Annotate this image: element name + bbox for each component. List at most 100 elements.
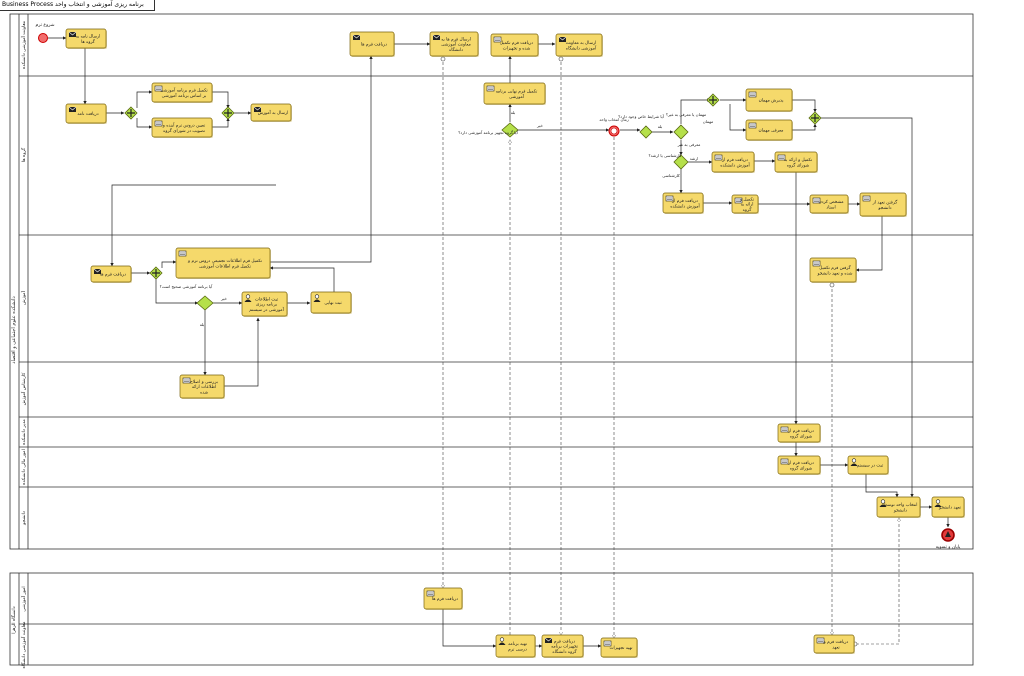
script-icon <box>780 426 789 433</box>
lane-label-vice-faculty: معاونت آموزشی دانشکده <box>21 20 27 69</box>
lane-label-education: آموزش <box>21 290 27 304</box>
sequence-flows <box>48 36 950 648</box>
task-label: پذیرش مهمان <box>759 99 785 104</box>
timer-event[interactable] <box>608 125 620 137</box>
user-icon <box>498 637 506 645</box>
label-correct: آیا برنامه آموزشی صحیح است؟ <box>160 284 214 289</box>
parallel-gateway-join-3[interactable] <box>808 111 822 125</box>
task-t27[interactable]: ثبت در سیستم <box>847 455 889 475</box>
parallel-gateway-split-3[interactable] <box>706 93 720 107</box>
task-t11[interactable]: دریافت فرم ها <box>349 31 395 57</box>
end-event[interactable] <box>941 528 955 542</box>
task-t6[interactable]: دریافت فرم ها <box>90 265 132 283</box>
gateway-labels: آیا برنامه آموزشی صحیح است؟ خیر بله آیا … <box>160 110 714 327</box>
task-t17[interactable]: معرفی مهمان <box>745 119 793 141</box>
script-icon <box>734 197 743 204</box>
task-label: دریافت فرم ها <box>361 43 387 48</box>
exclusive-gateway-guest[interactable] <box>673 124 689 140</box>
user-icon <box>934 499 942 507</box>
task-t5[interactable]: ارسال به آموزش <box>250 103 292 122</box>
parallel-gateway-split-1[interactable] <box>124 106 138 120</box>
message-flows <box>443 57 899 645</box>
exclusive-gateway-equip[interactable] <box>501 122 519 138</box>
label-yes-2: بله <box>511 110 516 115</box>
user-icon <box>850 458 858 466</box>
script-icon <box>665 195 674 202</box>
window-title: Business Process برنامه ریزی آموزشی و ان… <box>0 0 155 11</box>
lane-label-student: دانشجو <box>22 511 27 526</box>
task-t29[interactable]: تعهد دانشجو <box>931 496 965 518</box>
label-guest-q: مهمان یا معرفی به غیر؟ <box>666 112 706 117</box>
pool-faculty-label: دانشکده علوم اجتماعی و اقتصاد <box>11 296 17 364</box>
task-label: دریافت فرم ها <box>100 273 126 278</box>
label-equip: آیا گروه تجهیز برنامه آموزشی دارد؟ <box>458 130 518 135</box>
task-t30[interactable]: دریافت فرم ها <box>423 587 463 610</box>
task-t33[interactable]: تهیه تجهیزات <box>600 637 638 658</box>
label-msc: ارشد <box>690 156 699 161</box>
script-icon <box>486 85 495 92</box>
task-label: معرفی مهمان <box>759 129 784 134</box>
label-guest: مهمان <box>703 119 713 124</box>
gateways <box>124 93 822 311</box>
script-icon <box>777 154 786 161</box>
label-degree: کارشناسی یا ارشد؟ <box>648 153 681 158</box>
task-label: ثبت نهایی <box>324 301 342 306</box>
script-icon <box>812 197 821 204</box>
task-label: ثبت در سیستم <box>857 464 884 469</box>
script-icon <box>748 122 757 129</box>
task-t2[interactable]: دریافت نامه <box>65 103 107 124</box>
task-label: تهیه تجهیزات <box>610 646 634 651</box>
exclusive-gateway-degree[interactable] <box>673 154 689 170</box>
script-icon <box>812 260 821 267</box>
exclusive-gateway-conditions[interactable] <box>639 125 653 139</box>
parallel-gateway-join-1[interactable] <box>221 106 235 120</box>
start-event[interactable] <box>38 33 48 43</box>
task-t9[interactable]: ثبت نهایی <box>310 291 352 314</box>
task-t16[interactable]: پذیرش مهمان <box>745 88 793 112</box>
script-icon <box>178 250 187 257</box>
lane-label-edu-affairs: امور آموزشی <box>21 586 27 611</box>
parallel-gateway-split-2[interactable] <box>149 266 163 280</box>
label-yes-3: بله <box>658 124 663 129</box>
exclusive-gateway-correct[interactable] <box>196 295 214 311</box>
user-icon <box>313 294 321 302</box>
script-icon <box>862 195 871 202</box>
script-icon <box>714 154 723 161</box>
